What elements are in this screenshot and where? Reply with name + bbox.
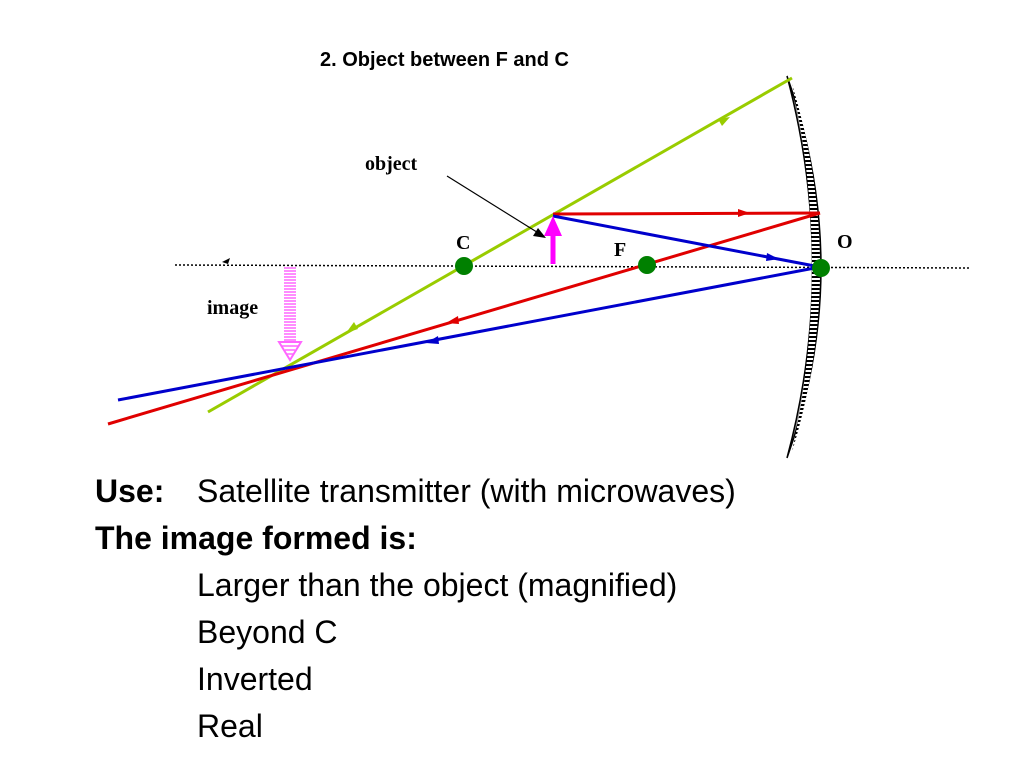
diagram-title: 2. Object between F and C xyxy=(320,49,569,71)
blue-ray-reflected xyxy=(117,265,821,402)
image-arrow xyxy=(277,267,303,362)
green-ray-arrow-icon xyxy=(718,117,730,126)
blue-ray-arrow-icon xyxy=(426,336,439,344)
label-object: object xyxy=(365,153,418,175)
label-c: C xyxy=(456,232,470,254)
red-ray-arrow-icon xyxy=(446,316,459,324)
label-o: O xyxy=(837,231,853,253)
property-magnified: Larger than the object (magnified) xyxy=(197,567,678,603)
label-image: image xyxy=(207,297,258,319)
red-ray-arrow-icon xyxy=(738,209,750,217)
mirror-hatching xyxy=(792,84,820,452)
property-real: Real xyxy=(197,708,263,744)
green-ray-arrow-icon xyxy=(346,322,358,333)
object-pointer-line xyxy=(446,175,541,235)
property-beyond-c: Beyond C xyxy=(197,614,338,650)
ray-diagram: 2. Object between F and C xyxy=(107,49,971,459)
description-block: Use: Satellite transmitter (with microwav… xyxy=(95,468,995,750)
principal-axis xyxy=(174,264,971,269)
green-ray xyxy=(207,76,793,414)
object-pointer-arrow-icon xyxy=(533,228,546,238)
point-c xyxy=(455,257,473,275)
use-row: Use: Satellite transmitter (with microwav… xyxy=(95,468,995,515)
label-f: F xyxy=(614,239,626,261)
point-f xyxy=(638,256,656,274)
red-ray-reflected xyxy=(107,211,821,426)
object-arrowhead-icon xyxy=(544,216,562,236)
blue-ray-arrow-icon xyxy=(766,253,779,261)
red-ray-incident xyxy=(552,211,821,216)
point-o xyxy=(812,259,830,277)
image-heading: The image formed is: xyxy=(95,520,417,556)
property-inverted: Inverted xyxy=(197,661,313,697)
axis-arrow-icon xyxy=(222,258,230,264)
use-value: Satellite transmitter (with microwaves) xyxy=(197,473,736,509)
use-label: Use: xyxy=(95,473,165,509)
